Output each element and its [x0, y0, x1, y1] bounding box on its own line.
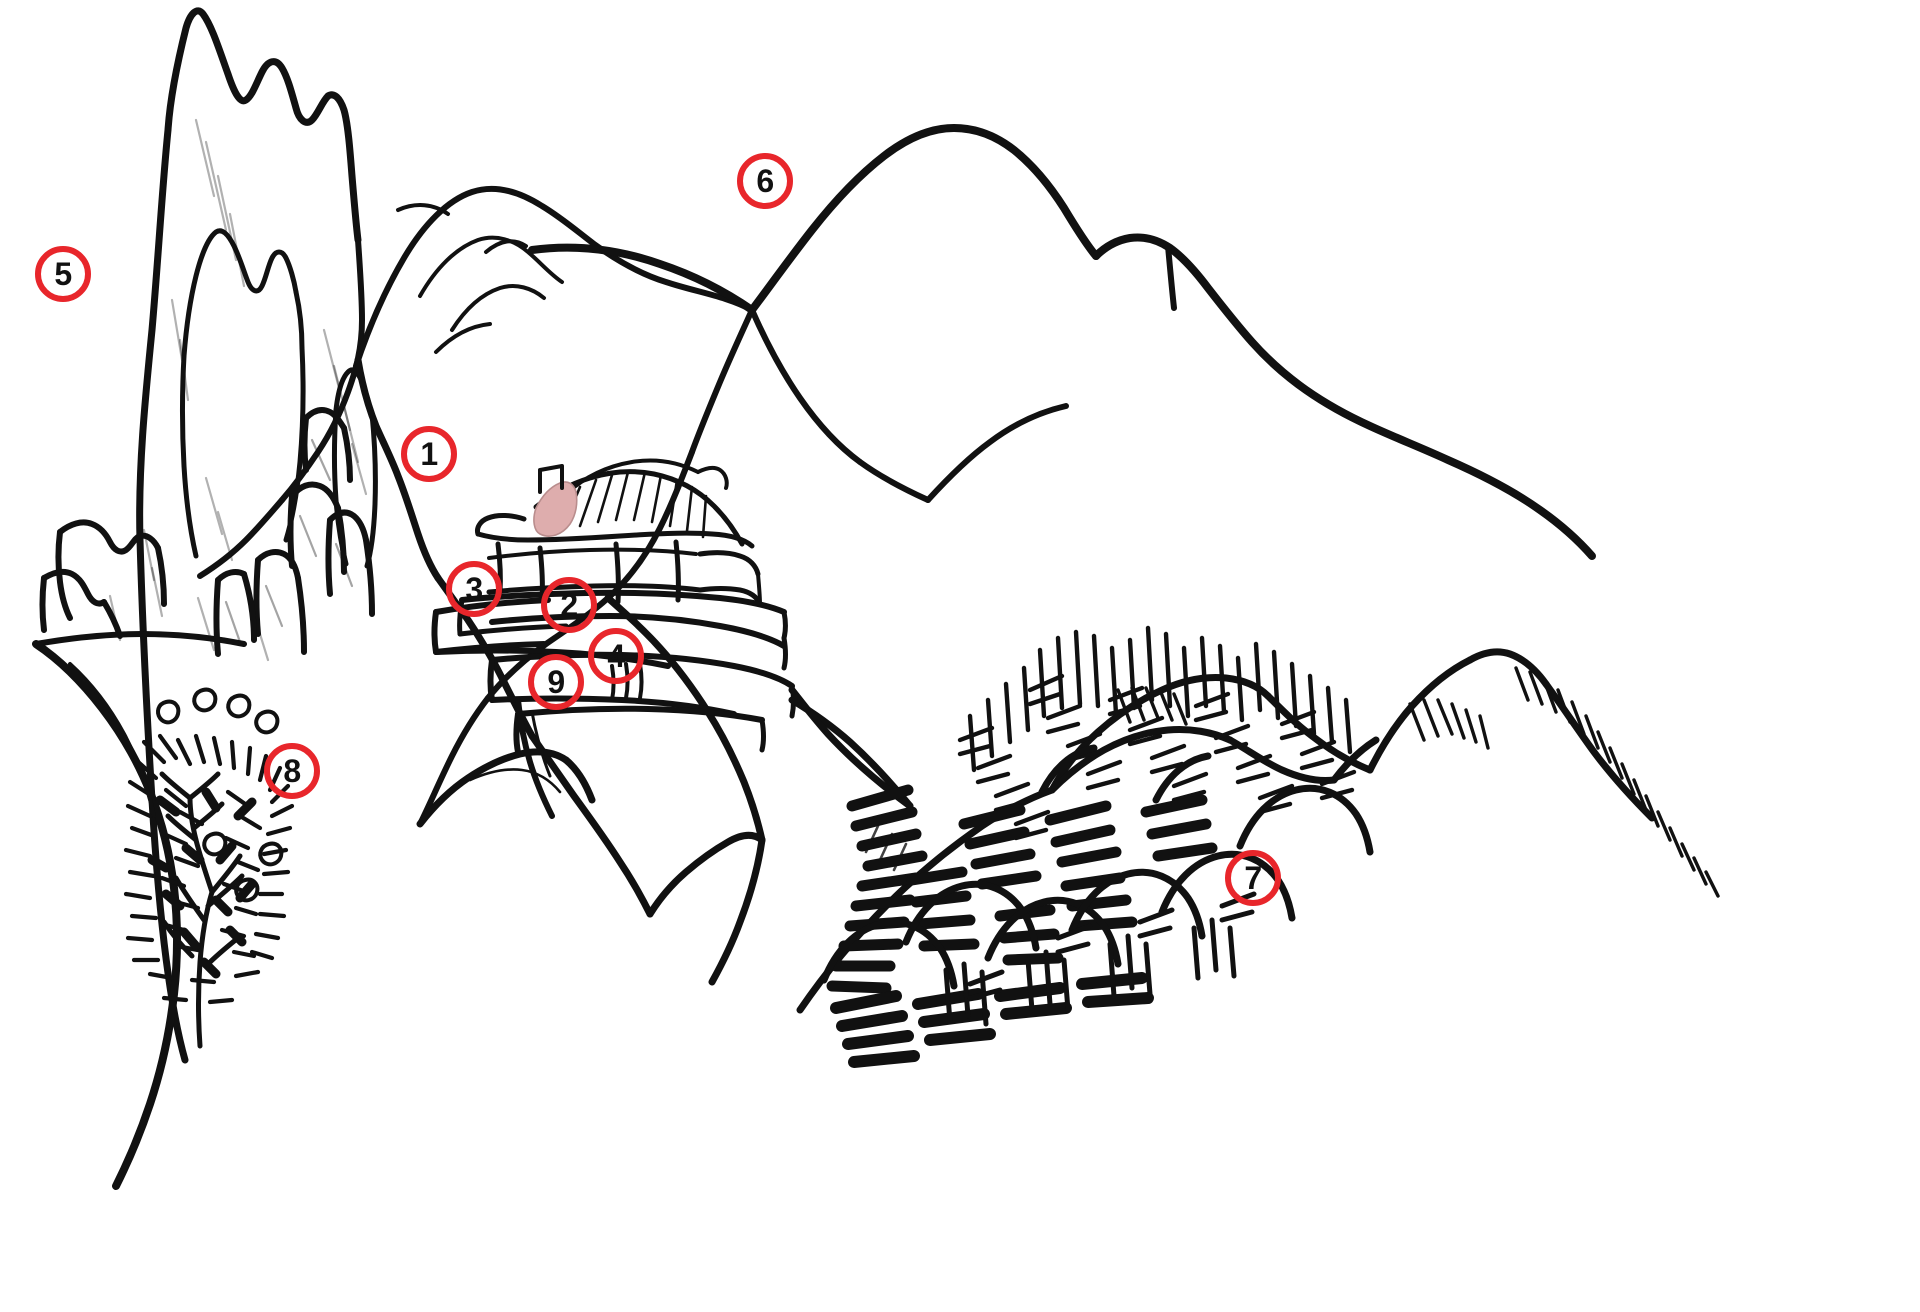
- annotation-marker-8-label: 8: [283, 753, 301, 789]
- annotation-marker-3[interactable]: 3: [446, 561, 502, 617]
- left-rock-spire: [136, 7, 362, 1064]
- mid-right-hatching: [864, 824, 908, 872]
- pine-forest-shadows: [826, 784, 1218, 994]
- annotation-marker-7[interactable]: 7: [1225, 850, 1281, 906]
- right-slope-outline: [788, 686, 914, 810]
- annotation-marker-6[interactable]: 6: [737, 153, 793, 209]
- left-rock-ridge: [197, 237, 365, 579]
- mid-cliff-face: [353, 185, 755, 455]
- pavilion: [457, 458, 788, 641]
- annotation-marker-1-label: 1: [420, 436, 438, 472]
- annotation-marker-9[interactable]: 9: [528, 654, 584, 710]
- cliff-path: [416, 748, 596, 828]
- far-ridge-right: [1092, 233, 1596, 560]
- left-lower-rocks: [33, 519, 247, 647]
- annotation-marker-3-label: 3: [465, 571, 483, 607]
- left-spire-hatching: [108, 118, 368, 662]
- annotation-marker-1[interactable]: 1: [401, 426, 457, 482]
- mid-cliff-inner-lines: [396, 203, 564, 354]
- cliff-rock-columns: [213, 407, 375, 657]
- annotation-marker-9-label: 9: [547, 664, 565, 700]
- annotation-marker-6-label: 6: [756, 163, 774, 199]
- annotation-marker-8[interactable]: 8: [264, 743, 320, 799]
- lower-scrub: [830, 972, 1154, 1068]
- cliff-rock-hatching: [224, 438, 354, 644]
- annotation-marker-5-label: 5: [54, 256, 72, 292]
- annotation-marker-7-label: 7: [1244, 860, 1262, 896]
- far-ridge: [528, 124, 1100, 314]
- foreground-tree: [123, 687, 295, 1049]
- foreground-left-slope: [32, 640, 181, 1190]
- far-ridge-shoulders: [749, 243, 1177, 503]
- annotation-marker-4[interactable]: 4: [588, 628, 644, 684]
- right-ridge-hatching: [1116, 666, 1720, 898]
- annotation-marker-2-label: 2: [560, 587, 578, 623]
- pine-forest: [957, 625, 1357, 841]
- annotation-marker-2[interactable]: 2: [541, 577, 597, 633]
- annotation-marker-5[interactable]: 5: [35, 246, 91, 302]
- cliff-path-thin: [468, 768, 562, 794]
- lower-scrub-strokes: [943, 891, 1257, 1027]
- annotation-marker-4-label: 4: [607, 638, 625, 674]
